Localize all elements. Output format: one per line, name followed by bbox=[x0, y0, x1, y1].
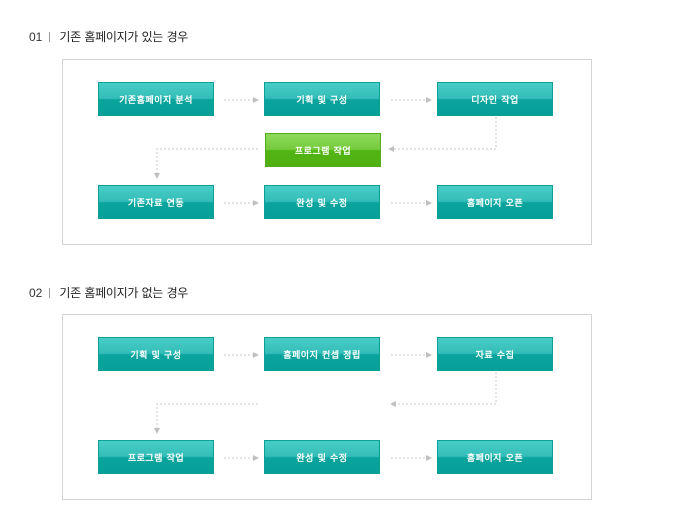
step-box: 자료 수집 bbox=[437, 337, 553, 371]
step-box: 기존자료 연동 bbox=[98, 185, 214, 219]
step-box: 홈페이지 오픈 bbox=[437, 440, 553, 474]
step-box: 프로그램 작업 bbox=[98, 440, 214, 474]
section-2-title: 기존 홈페이지가 없는 경우 bbox=[59, 286, 189, 300]
step-box: 완성 및 수정 bbox=[264, 185, 380, 219]
step-box: 디자인 작업 bbox=[437, 82, 553, 116]
arrow-connector bbox=[154, 148, 258, 179]
step-box: 기존홈페이지 분석 bbox=[98, 82, 214, 116]
heading-divider bbox=[49, 287, 51, 298]
section-2-number: 02 bbox=[29, 285, 43, 300]
section-2-heading: 02 기존 홈페이지가 없는 경우 bbox=[29, 284, 188, 301]
section-1-heading: 01 기존 홈페이지가 있는 경우 bbox=[29, 28, 188, 45]
arrow-connector bbox=[388, 117, 497, 152]
step-box-highlight: 프로그램 작업 bbox=[265, 133, 381, 167]
step-box: 완성 및 수정 bbox=[264, 440, 380, 474]
step-box: 기획 및 구성 bbox=[264, 82, 380, 116]
step-box: 홈페이지 오픈 bbox=[437, 185, 553, 219]
section-1-number: 01 bbox=[29, 29, 43, 44]
arrow-connector bbox=[390, 372, 497, 407]
arrow-connector bbox=[154, 403, 258, 434]
step-box: 기획 및 구성 bbox=[98, 337, 214, 371]
section-1-title: 기존 홈페이지가 있는 경우 bbox=[59, 30, 189, 44]
heading-divider bbox=[49, 31, 51, 42]
step-box: 홈페이지 컨셉 정립 bbox=[264, 337, 380, 371]
